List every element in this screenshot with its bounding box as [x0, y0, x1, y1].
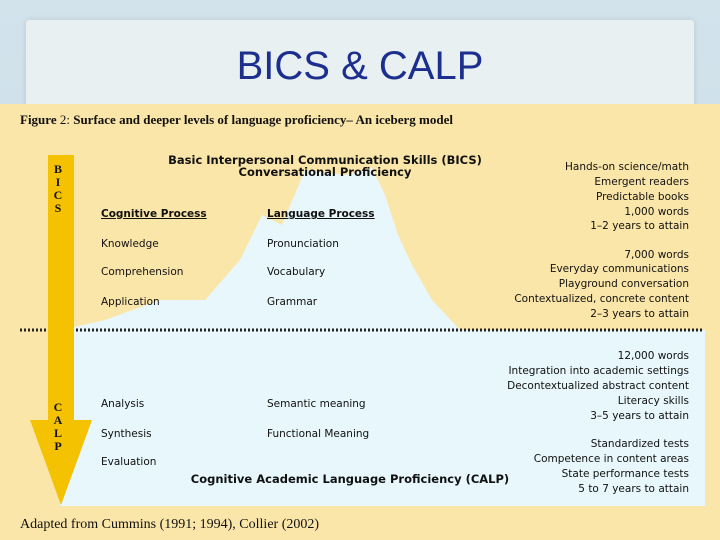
right-note: Contextualized, concrete content — [514, 293, 689, 305]
right-note: Competence in content areas — [533, 453, 689, 465]
right-note: Integration into academic settings — [508, 365, 689, 377]
right-note: State performance tests — [561, 468, 689, 480]
right-note: 7,000 words — [624, 249, 689, 261]
bics-subtitle: Conversational Proficiency — [238, 165, 412, 179]
arrow-head — [30, 420, 92, 505]
cognitive-item: Knowledge — [101, 238, 159, 250]
right-note: 12,000 words — [617, 350, 689, 362]
source-citation: Adapted from Cummins (1991; 1994), Colli… — [20, 517, 320, 532]
language-item: Pronunciation — [267, 238, 339, 250]
right-note: Literacy skills — [617, 395, 689, 407]
cognitive-item: Comprehension — [101, 266, 184, 278]
language-item: Semantic meaning — [267, 398, 366, 410]
language-process-header: Language Process — [267, 208, 375, 220]
iceberg-submerged — [60, 332, 705, 506]
bics-title: Basic Interpersonal Communication Skills… — [168, 153, 482, 167]
right-note: 1–2 years to attain — [590, 220, 689, 232]
title-paper — [26, 20, 694, 108]
right-note: Playground conversation — [558, 278, 689, 290]
cognitive-item: Evaluation — [101, 456, 157, 468]
slide-title: BICS & CALP — [236, 44, 484, 88]
cognitive-item: Analysis — [101, 398, 145, 410]
right-note: Decontextualized abstract content — [507, 380, 689, 392]
language-item: Functional Meaning — [267, 428, 370, 440]
figure-caption: Figure 2: Surface and deeper levels of l… — [20, 112, 453, 127]
right-note: 5 to 7 years to attain — [578, 483, 689, 495]
right-note: Everyday communications — [549, 263, 689, 275]
language-item: Vocabulary — [267, 266, 326, 278]
cognitive-item: Synthesis — [101, 428, 152, 440]
right-note: Standardized tests — [590, 438, 689, 450]
arrow-shaft — [48, 155, 74, 425]
right-note: Emergent readers — [594, 176, 689, 188]
cognitive-process-header: Cognitive Process — [101, 208, 207, 220]
right-note: 2–3 years to attain — [590, 308, 689, 320]
cognitive-item: Application — [101, 296, 160, 308]
right-note: Hands-on science/math — [564, 161, 689, 173]
calp-title: Cognitive Academic Language Proficiency … — [190, 472, 510, 486]
language-item: Grammar — [267, 296, 318, 308]
right-note: Predictable books — [595, 191, 689, 203]
right-note: 3–5 years to attain — [590, 410, 689, 422]
right-note: 1,000 words — [624, 206, 689, 218]
